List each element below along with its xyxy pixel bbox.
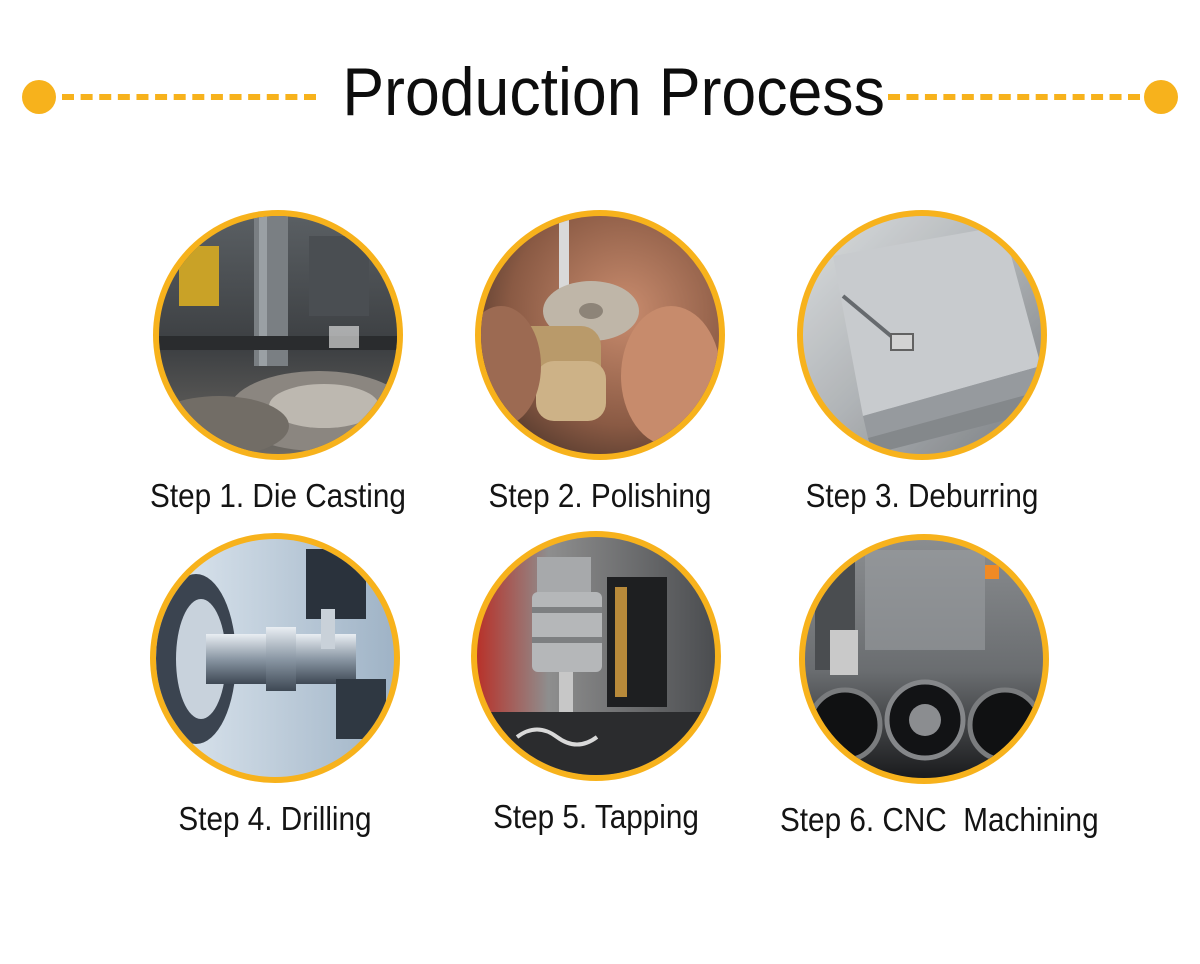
- cnc-machining-photo: [805, 540, 1043, 778]
- deburring-photo: [803, 216, 1041, 454]
- photo-frame: [799, 534, 1049, 784]
- step-label: Step 2. Polishing: [488, 477, 712, 514]
- step-card-2: Step 2. Polishing: [440, 210, 760, 540]
- step-label: Step 6. CNC Machining: [780, 801, 1099, 838]
- step-card-3: Step 3. Deburring: [762, 210, 1082, 540]
- header: Production Process: [0, 40, 1200, 150]
- right-dashed-line: [888, 94, 1140, 100]
- step-card-6: Step 6. CNC Machining: [764, 534, 1099, 864]
- photo-frame: [797, 210, 1047, 460]
- photo-frame: [153, 210, 403, 460]
- die-casting-photo: [159, 216, 397, 454]
- page-title: Production Process: [342, 54, 885, 130]
- step-card-5: Step 5. Tapping: [436, 531, 756, 861]
- step-label: Step 3. Deburring: [805, 477, 1039, 514]
- right-dot-ornament: [1144, 80, 1178, 114]
- photo-frame: [150, 533, 400, 783]
- drilling-photo: [156, 539, 394, 777]
- step-card-4: Step 4. Drilling: [115, 533, 435, 863]
- tapping-photo: [477, 537, 715, 775]
- step-card-1: Step 1. Die Casting: [118, 210, 438, 540]
- step-label: Step 5. Tapping: [493, 798, 699, 835]
- photo-frame: [475, 210, 725, 460]
- step-label: Step 4. Drilling: [178, 800, 372, 837]
- photo-frame: [471, 531, 721, 781]
- step-label: Step 1. Die Casting: [150, 477, 406, 514]
- left-dashed-line: [62, 94, 316, 100]
- polishing-photo: [481, 216, 719, 454]
- left-dot-ornament: [22, 80, 56, 114]
